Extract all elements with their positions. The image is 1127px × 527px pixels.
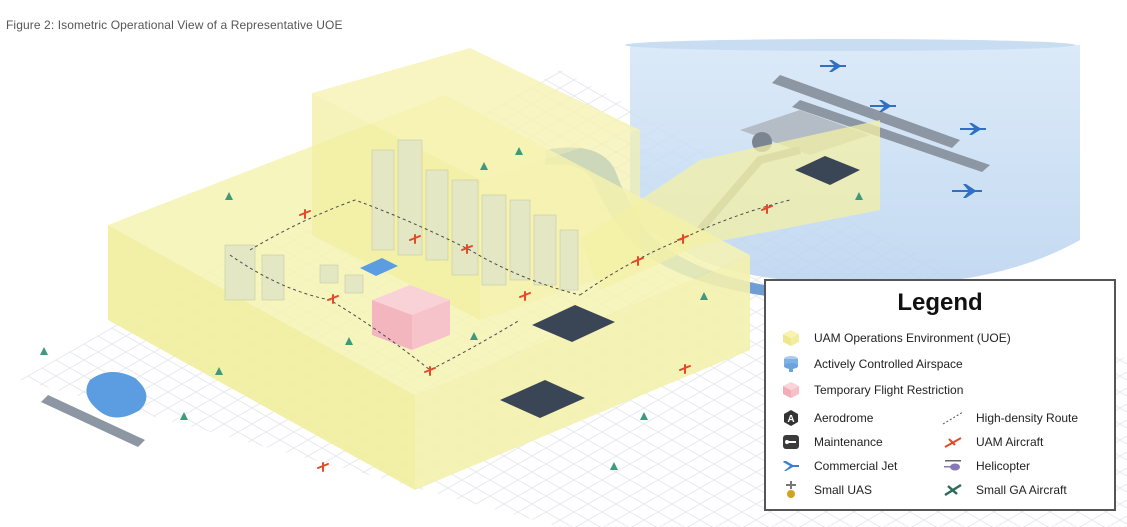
- maintenance-icon: [780, 433, 802, 451]
- tfr-volume: [372, 285, 450, 350]
- small-uas-icon: [780, 481, 802, 499]
- commercial-jet-markers: [820, 60, 986, 198]
- svg-text:A: A: [787, 414, 794, 425]
- legend-label: Temporary Flight Restriction: [814, 383, 964, 397]
- uam-aircraft-icon: [942, 433, 964, 451]
- uoe-cube-icon: [780, 329, 802, 347]
- legend-item-uoe: UAM Operations Environment (UOE): [780, 329, 1011, 347]
- tfr-cube-icon: [780, 381, 802, 399]
- legend-item-maintenance: Maintenance: [780, 433, 883, 451]
- vertiports: [500, 156, 860, 418]
- trees: [40, 147, 898, 470]
- controlled-airspace-icon: [780, 355, 802, 373]
- legend-item-tfr: Temporary Flight Restriction: [780, 381, 963, 399]
- legend-label: Actively Controlled Airspace: [814, 357, 963, 371]
- small-ga-aircraft-icon: [942, 481, 964, 499]
- figure-caption: Figure 2: Isometric Operational View of …: [6, 18, 343, 32]
- lake: [86, 371, 147, 418]
- legend-title: Legend: [897, 289, 983, 316]
- legend-label: UAM Operations Environment (UOE): [814, 331, 1011, 345]
- legend-label: Small UAS: [814, 483, 873, 497]
- legend-label: Maintenance: [814, 435, 883, 449]
- legend-label: Aerodrome: [814, 411, 874, 425]
- legend-item-aerodrome: A Aerodrome: [780, 409, 873, 427]
- legend-item-small-ga-aircraft: Small GA Aircraft: [942, 481, 1067, 499]
- legend-item-controlled-airspace: Actively Controlled Airspace: [780, 355, 963, 373]
- pool: [360, 258, 398, 276]
- legend: Legend UAM Operations Environment (UOE) …: [764, 279, 1116, 511]
- helicopter-icon: [942, 457, 964, 475]
- airport-corridor: [580, 120, 880, 290]
- legend-item-commercial-jet: Commercial Jet: [780, 457, 897, 475]
- legend-item-small-uas: Small UAS: [780, 481, 872, 499]
- dashed-route-icon: [942, 409, 964, 427]
- legend-label: Helicopter: [976, 459, 1031, 473]
- city-buildings: [224, 139, 579, 301]
- legend-item-uam-aircraft: UAM Aircraft: [942, 433, 1043, 451]
- uam-aircraft-markers: [299, 204, 773, 472]
- legend-label: Small GA Aircraft: [976, 483, 1067, 497]
- small-airfield: [41, 395, 145, 447]
- legend-label: Commercial Jet: [814, 459, 898, 473]
- legend-item-high-density-route: High-density Route: [942, 409, 1078, 427]
- legend-label: UAM Aircraft: [976, 435, 1044, 449]
- legend-item-helicopter: Helicopter: [942, 457, 1030, 475]
- aerodrome-icon: A: [780, 409, 802, 427]
- commercial-jet-icon: [780, 457, 802, 475]
- legend-label: High-density Route: [976, 411, 1079, 425]
